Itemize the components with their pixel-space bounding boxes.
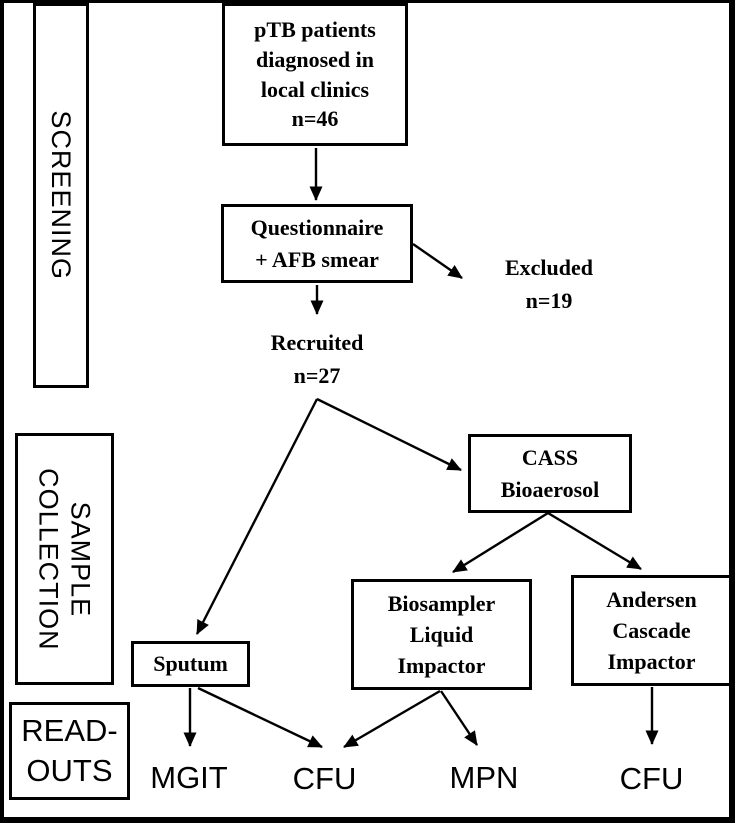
node-andersen-cascade-impactor: Andersen Cascade Impactor	[571, 575, 732, 686]
stage-label-sample-collection: SAMPLE COLLECTION	[33, 467, 96, 651]
node-ptb-patients: pTB patients diagnosed in local clinics …	[222, 3, 408, 146]
arrow-recruited-to-sputum	[195, 398, 319, 635]
stage-box-screening: SCREENING	[33, 3, 89, 388]
arrow-recruited-to-cass	[316, 397, 462, 472]
arrow-sputum-to-cfu	[197, 686, 323, 749]
stage-box-sample-collection: SAMPLE COLLECTION	[15, 433, 114, 685]
arrow-questionnaire-to-excluded	[412, 243, 463, 279]
stage-label-screening: SCREENING	[46, 110, 77, 281]
readout-mgit: MGIT	[150, 760, 228, 795]
node-questionnaire-afb-smear: Questionnaire + AFB smear	[221, 204, 413, 283]
arrow-biosampler-to-cfu	[343, 689, 441, 749]
node-cass-bioaerosol: CASS Bioaerosol	[468, 434, 632, 513]
readout-mpn: MPN	[449, 760, 519, 795]
readout-cfu-right: CFU	[619, 761, 684, 796]
label-excluded: Excluded n=19	[504, 255, 594, 313]
readout-cfu-left: CFU	[292, 761, 357, 796]
node-sputum: Sputum	[131, 641, 250, 687]
arrow-biosampler-to-mpn	[440, 690, 478, 746]
arrow-cass-to-biosampler	[452, 511, 549, 574]
label-recruited: Recruited n=27	[270, 330, 364, 388]
node-biosampler-liquid-impactor: Biosampler Liquid Impactor	[351, 579, 532, 690]
stage-label-readouts: READ- OUTS	[21, 712, 118, 788]
arrow-cass-to-andersen	[547, 511, 642, 571]
stage-box-readouts: READ- OUTS	[9, 702, 130, 800]
